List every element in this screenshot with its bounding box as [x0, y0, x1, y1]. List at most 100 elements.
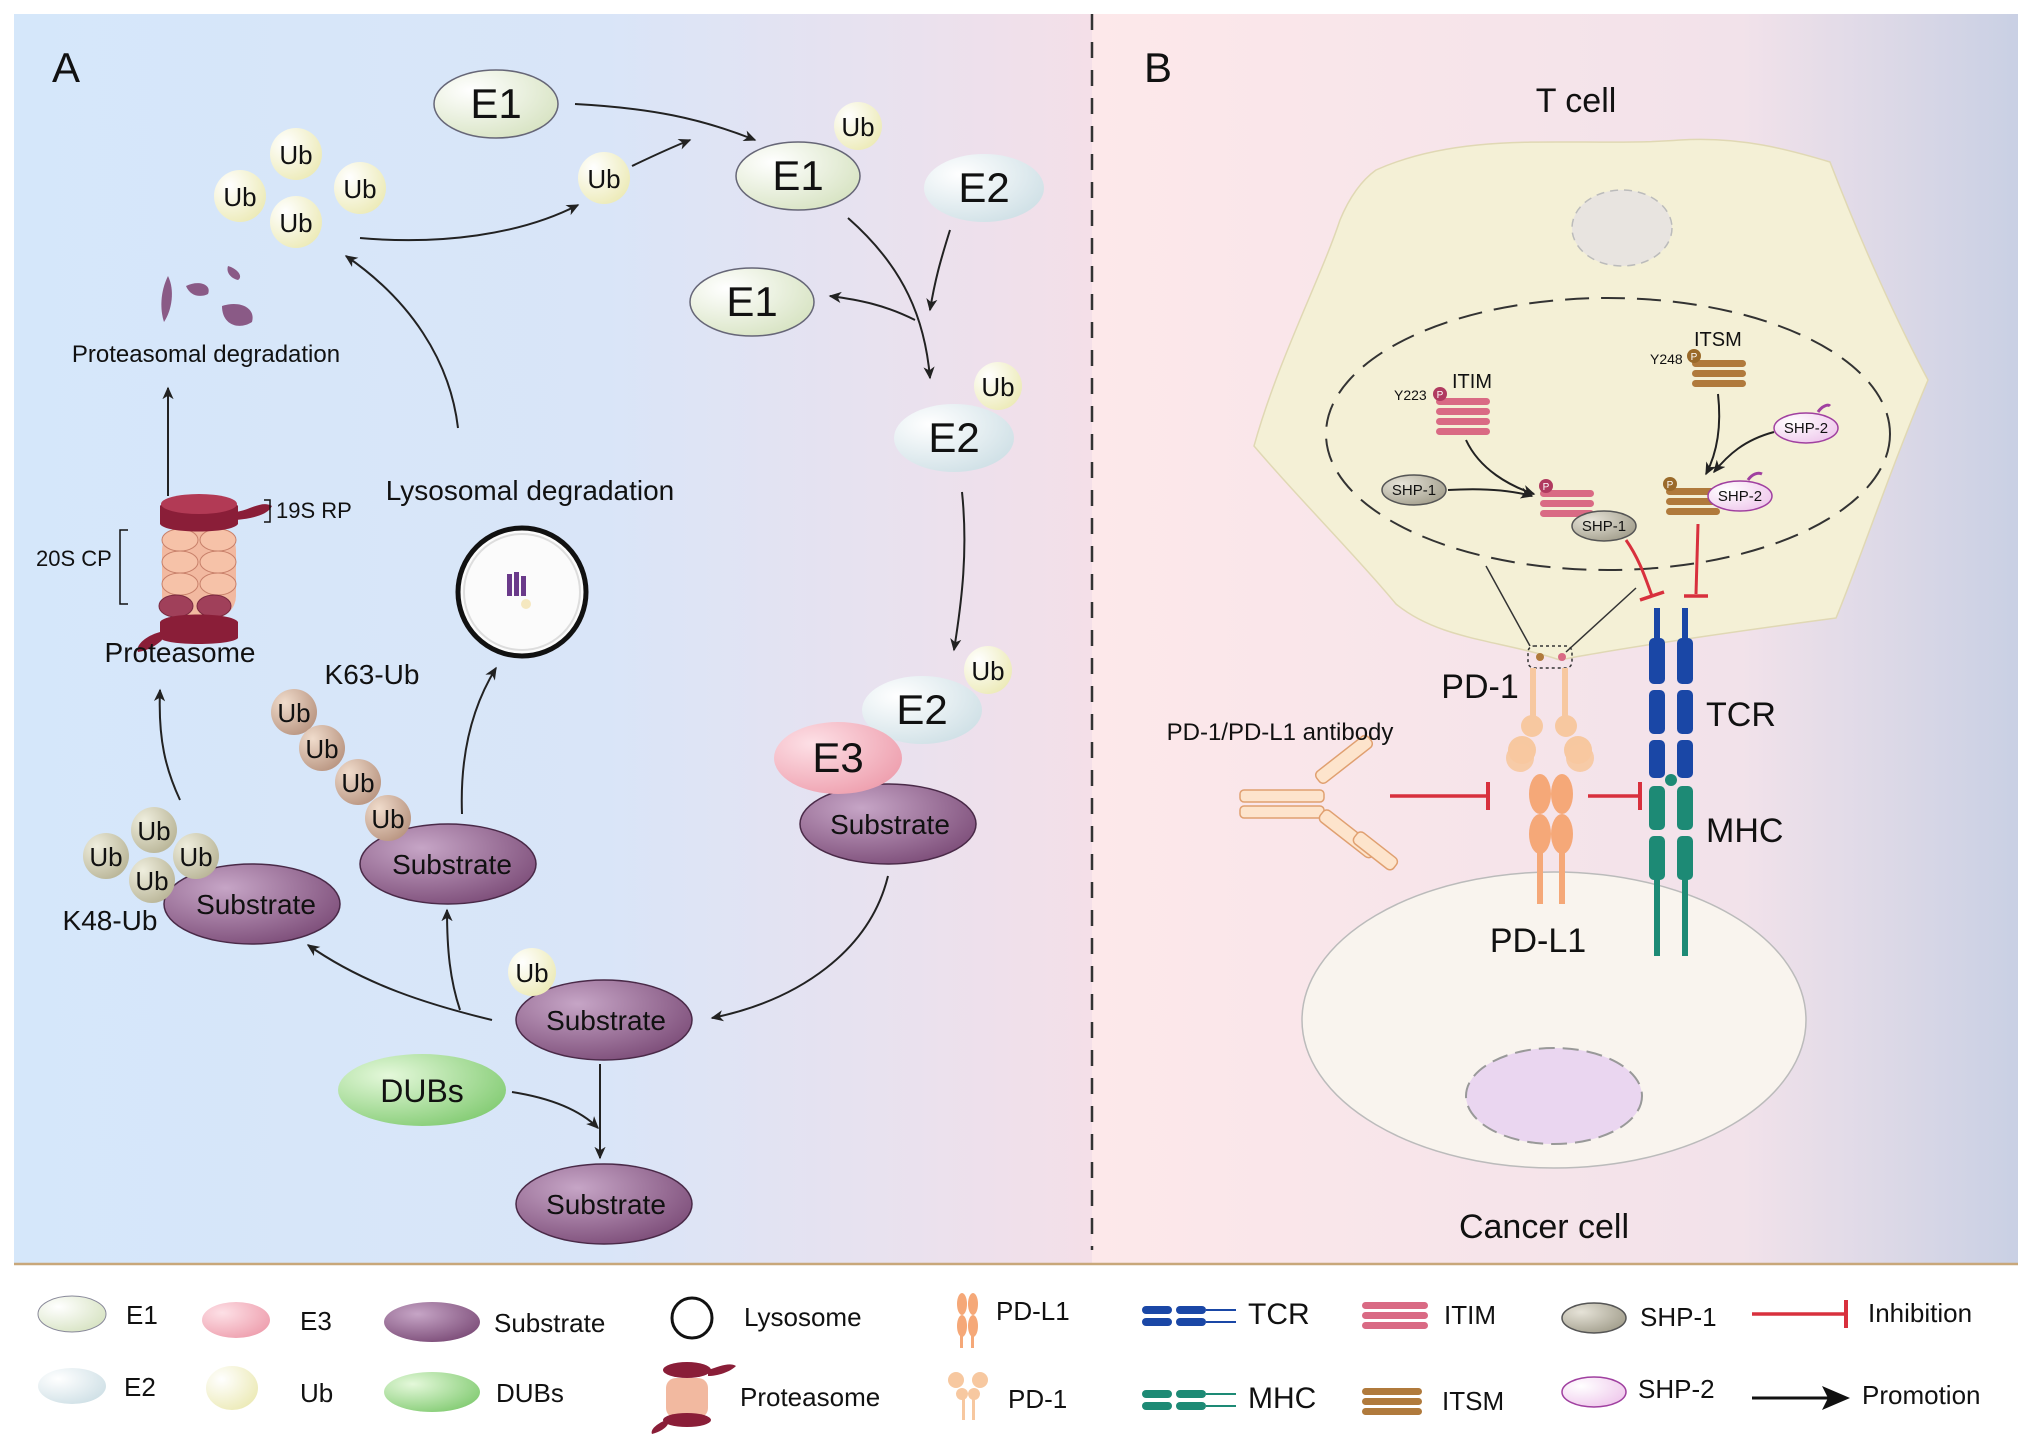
arrow-e2-join	[926, 229, 951, 312]
e2-ub-complex: E2 Ub	[894, 362, 1022, 472]
e1-released: E1	[689, 267, 815, 337]
pd1-pdl1-antibody	[1239, 734, 1399, 871]
legend-dubs-label: DUBs	[496, 1378, 564, 1408]
legend-e3-label: E3	[300, 1306, 332, 1336]
ub-label: Ub	[981, 372, 1014, 402]
e2-label: E2	[896, 686, 947, 733]
shp2-label: SHP-2	[1784, 420, 1828, 437]
inhibition-shp2-tcr	[1694, 523, 1700, 595]
legend-e1-swatch	[37, 1295, 107, 1333]
substrate-label: Substrate	[196, 889, 316, 920]
arrow-ub-recycle	[359, 204, 580, 242]
panel-b-letter: B	[1144, 44, 1172, 91]
phospho-label: P	[1667, 480, 1674, 491]
proteasome	[137, 494, 272, 652]
legend-substrate-label: Substrate	[494, 1308, 605, 1338]
arrow-k48-to-proteasome	[153, 688, 181, 801]
e2-enzyme: E2	[924, 154, 1044, 222]
antibody-label: PD-1/PD-L1 antibody	[1167, 719, 1394, 746]
legend-pdl1-label: PD-L1	[996, 1296, 1070, 1326]
y223-label: Y223	[1394, 387, 1427, 403]
itim-shp1-complex: P SHP-1	[1539, 479, 1637, 542]
legend-proteasome-label: Proteasome	[740, 1382, 880, 1412]
e3-label: E3	[812, 734, 863, 781]
arrow-ub-to-e1	[631, 138, 692, 167]
phospho-label: P	[1543, 482, 1550, 493]
panel-a: A E1 Ub Ub Ub Ub Ub E1 Ub	[36, 44, 1044, 1245]
inhibition-shp1-tcr	[1624, 539, 1654, 597]
arrow-to-k48	[306, 944, 493, 1021]
pdl1-label: PD-L1	[1490, 922, 1586, 960]
t-cell-label: T cell	[1536, 82, 1617, 120]
arrow-e1-release	[828, 291, 916, 321]
ub-label: Ub	[971, 656, 1004, 686]
legend-ub-swatch	[206, 1366, 258, 1410]
t-cell-organelle	[1571, 189, 1673, 267]
arrow-e2-to-e3	[950, 491, 966, 652]
substrate-label: Substrate	[546, 1189, 666, 1220]
e1-label: E1	[726, 278, 777, 325]
ub-label: Ub	[841, 112, 874, 142]
cancer-cell	[1301, 871, 1807, 1169]
cp20s-label: 20S CP	[36, 546, 112, 571]
pd1-receptor	[1506, 668, 1594, 772]
itsm-shp2-complex: P SHP-2	[1663, 471, 1773, 515]
ubiquitinated-substrate: Substrate Ub	[508, 948, 693, 1061]
legend-promotion-swatch	[1752, 1386, 1850, 1410]
legend-itim-label: ITIM	[1444, 1300, 1496, 1330]
panel-a-letter: A	[52, 44, 80, 91]
pdl1-ligand	[1529, 774, 1573, 904]
legend-itsm-label: ITSM	[1442, 1386, 1504, 1416]
legend-itim-swatch	[1362, 1302, 1428, 1329]
y248-label: Y248	[1650, 351, 1683, 367]
k48-ub-substrate: Substrate Ub Ub Ub Ub K48-Ub	[63, 807, 341, 945]
legend-ub-label: Ub	[300, 1378, 333, 1408]
cancer-cell-label: Cancer cell	[1459, 1208, 1629, 1246]
pd1-tail-connector	[1565, 587, 1637, 653]
legend-e1-label: E1	[126, 1300, 158, 1330]
legend-pdl1-swatch	[957, 1293, 978, 1348]
k63-label: K63-Ub	[325, 659, 420, 690]
shp2-free: SHP-2	[1773, 403, 1839, 444]
arrow-shp1-recruit	[1447, 487, 1534, 499]
free-substrate: Substrate	[515, 1163, 693, 1245]
legend-inhibition-label: Inhibition	[1868, 1298, 1972, 1328]
e3-complex: E2 Ub Substrate E3	[774, 646, 1012, 865]
rp19s-label: 19S RP	[276, 498, 352, 523]
k63-ub-substrate: Substrate Ub Ub Ub Ub K63-Ub	[271, 659, 537, 905]
legend-shp2-swatch	[1561, 1376, 1627, 1408]
arrow-ubiquitination	[710, 875, 889, 1022]
legend-e2-label: E2	[124, 1372, 156, 1402]
ub-label: Ub	[515, 958, 548, 988]
ub-label: Ub	[89, 842, 122, 872]
legend-promotion-label: Promotion	[1862, 1380, 1981, 1410]
e1-enzyme: E1	[433, 69, 559, 139]
legend-proteasome-swatch	[651, 1362, 736, 1434]
legend-inhibition-swatch	[1752, 1300, 1848, 1328]
shp1-free: SHP-1	[1381, 474, 1447, 506]
arrow-e1-transfer	[847, 217, 935, 380]
arrow-to-k63	[441, 908, 461, 1011]
legend-lysosome-swatch	[670, 1296, 714, 1340]
ub-label: Ub	[223, 182, 256, 212]
tcr-mhc-complex	[1649, 608, 1693, 956]
arrow-dubs-action	[511, 1091, 599, 1129]
mhc-label: MHC	[1706, 812, 1783, 850]
legend-lysosome-label: Lysosome	[744, 1302, 862, 1332]
cancer-cell-nucleus	[1465, 1047, 1643, 1145]
legend-pd1-label: PD-1	[1008, 1384, 1067, 1414]
shp1-label: SHP-1	[1392, 482, 1436, 499]
cp20s-bracket	[119, 529, 128, 605]
phospho-label: P	[1437, 390, 1444, 401]
ub-label: Ub	[137, 816, 170, 846]
substrate-label: Substrate	[830, 809, 950, 840]
ub-label: Ub	[371, 804, 404, 834]
legend-e3-swatch	[202, 1302, 270, 1338]
pd1-tail-connector	[1485, 565, 1531, 647]
k48-label: K48-Ub	[63, 905, 158, 936]
shp2-label: SHP-2	[1718, 488, 1762, 505]
ub-label: Ub	[343, 174, 376, 204]
ub-label: Ub	[279, 208, 312, 238]
arrow-shp2-recruit	[1713, 431, 1775, 474]
